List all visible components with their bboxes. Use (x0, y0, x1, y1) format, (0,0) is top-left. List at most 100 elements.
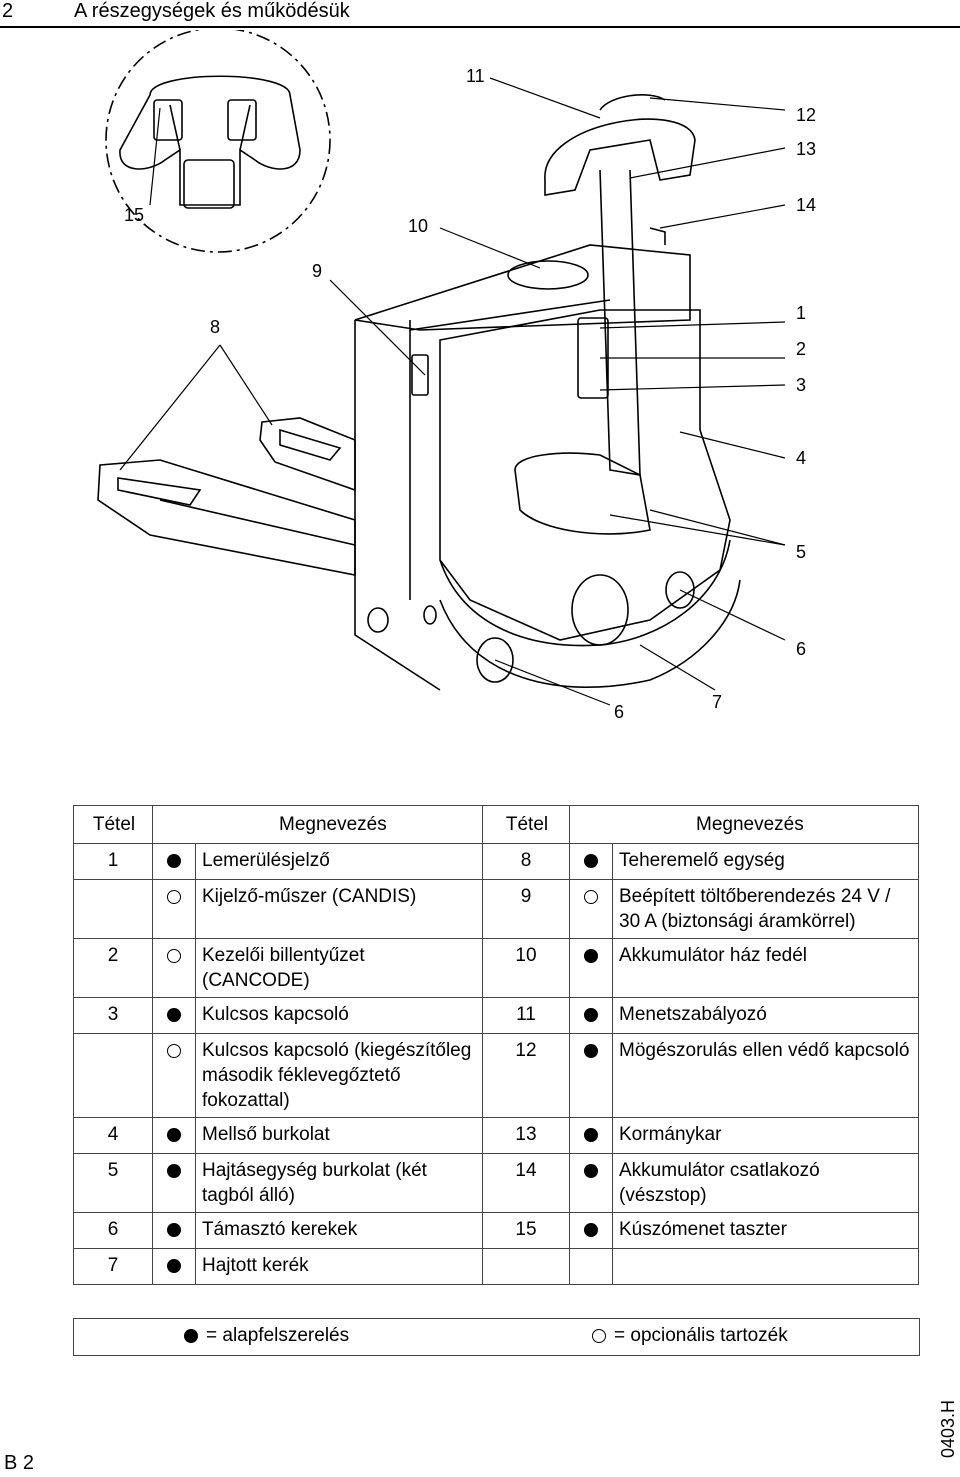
callout-7: 7 (712, 692, 723, 712)
item-name: Támasztó kerekek (195, 1212, 483, 1249)
callout-2: 2 (796, 339, 807, 359)
item-name: Akkumulátor ház fedél (612, 938, 919, 998)
open-circle-icon (167, 949, 181, 963)
table-header-row: Tétel Megnevezés Tétel Megnevezés (73, 805, 919, 844)
item-name: Kulcsos kapcsoló (kiegészítőleg második … (195, 1033, 483, 1118)
equipment-mark (569, 938, 613, 998)
filled-dot-icon (184, 1329, 198, 1343)
equipment-mark (152, 843, 196, 880)
battery-box (354, 244, 691, 331)
item-name: Kormánykar (612, 1117, 919, 1154)
filled-dot-icon (167, 1128, 181, 1142)
equipment-mark (569, 997, 613, 1034)
equipment-mark (152, 1033, 196, 1118)
front-housing (439, 309, 731, 641)
filled-dot-icon (167, 1008, 181, 1022)
legend-standard-text: = alapfelszerelés (206, 1325, 350, 1346)
item-name: Teheremelő egység (612, 843, 919, 880)
document-code: 0403.H (938, 1399, 958, 1458)
item-number (73, 879, 153, 939)
callout-15: 15 (124, 205, 145, 225)
filled-dot-icon (584, 1044, 598, 1058)
page-header: 2 A részegységek és működésük (0, 0, 960, 28)
item-number: 8 (482, 843, 570, 880)
item-number: 4 (73, 1117, 153, 1154)
callout-10: 10 (408, 216, 429, 236)
legend-optional: = opcionális tartozék (592, 1325, 788, 1347)
equipment-mark (152, 938, 196, 998)
section-title: A részegységek és működésük (74, 0, 350, 22)
item-number: 6 (73, 1212, 153, 1249)
item-name: Mellső burkolat (195, 1117, 483, 1154)
callout-3: 3 (796, 375, 807, 395)
pallet-truck-drawing (97, 30, 786, 706)
filled-dot-icon (584, 949, 598, 963)
tiller-arm (599, 169, 641, 476)
equipment-mark (152, 879, 196, 939)
open-circle-icon (167, 1044, 181, 1058)
callout-1: 1 (796, 303, 807, 323)
callout-4: 4 (796, 448, 807, 468)
page-number: B 2 (4, 1452, 35, 1474)
callout-12: 12 (796, 105, 817, 125)
callout-5: 5 (796, 542, 807, 562)
equipment-mark (152, 1212, 196, 1249)
item-name: Kúszómenet taszter (612, 1212, 919, 1249)
filled-dot-icon (584, 1008, 598, 1022)
section-number: 2 (2, 0, 14, 22)
open-circle-icon (584, 890, 598, 904)
drive-unit (571, 574, 629, 646)
item-number: 1 (73, 843, 153, 880)
item-number: 2 (73, 938, 153, 998)
item-number: 14 (482, 1153, 570, 1213)
item-number: 3 (73, 997, 153, 1034)
item-name (612, 1248, 919, 1285)
item-name: Akkumulátor csatlakozó (vészstop) (612, 1153, 919, 1213)
filled-dot-icon (584, 1164, 598, 1178)
header-item-1: Tétel (73, 805, 153, 844)
filled-dot-icon (584, 854, 598, 868)
callout-6-right: 6 (796, 639, 807, 659)
equipment-mark (152, 1248, 196, 1285)
equipment-mark (152, 997, 196, 1034)
item-name: Mögészorulás ellen védő kapcsoló (612, 1033, 919, 1118)
callout-13: 13 (796, 139, 817, 159)
item-name: Kulcsos kapcsoló (195, 997, 483, 1034)
item-name: Hajtott kerék (195, 1248, 483, 1285)
open-circle-icon (167, 890, 181, 904)
callout-6-bottom: 6 (614, 702, 625, 722)
filled-dot-icon (167, 1223, 181, 1237)
item-name: Lemerülésjelző (195, 843, 483, 880)
filled-dot-icon (167, 1259, 181, 1273)
equipment-mark (569, 879, 613, 939)
callout-9: 9 (312, 261, 323, 281)
tiller-handle (544, 118, 696, 196)
table-row: Kulcsos kapcsoló (kiegészítőleg második … (73, 1033, 919, 1118)
filled-dot-icon (167, 854, 181, 868)
item-number: 13 (482, 1117, 570, 1154)
item-name: Kezelői billentyűzet (CANCODE) (195, 938, 483, 998)
parts-table: Tétel Megnevezés Tétel Megnevezés 1 Lemer… (73, 805, 919, 1285)
callout-14: 14 (796, 195, 817, 215)
item-number: 15 (482, 1212, 570, 1249)
detail-circle (105, 30, 331, 253)
callout-8: 8 (210, 317, 221, 337)
item-number: 11 (482, 997, 570, 1034)
item-number: 12 (482, 1033, 570, 1118)
equipment-mark (569, 1212, 613, 1249)
item-name: Hajtásegység burkolat (két tagból álló) (195, 1153, 483, 1213)
filled-dot-icon (584, 1128, 598, 1142)
item-name: Beépített töltőberendezés 24 V / 30 A (b… (612, 879, 919, 939)
equipment-mark (569, 1033, 613, 1118)
item-name: Menetszabályozó (612, 997, 919, 1034)
item-number (482, 1248, 570, 1285)
equipment-mark (569, 1117, 613, 1154)
